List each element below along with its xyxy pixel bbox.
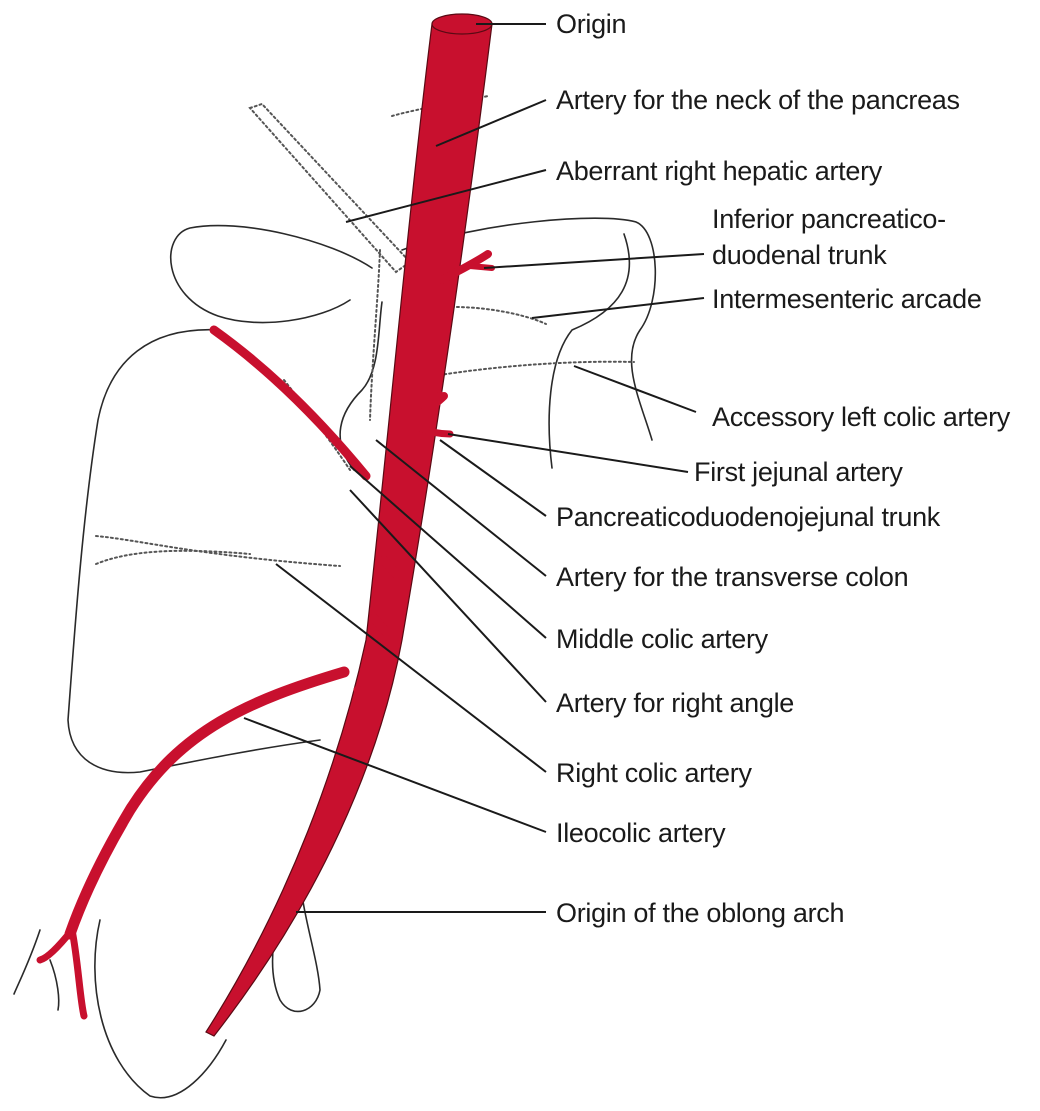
cecum-outline bbox=[95, 920, 226, 1098]
label-intermesenteric: Intermesenteric arcade bbox=[712, 284, 982, 314]
label-middle-colic: Middle colic artery bbox=[556, 624, 769, 654]
label-right-colic: Right colic artery bbox=[556, 758, 752, 788]
ileocolic-sub-a bbox=[40, 930, 72, 960]
label-transverse-colon: Artery for the transverse colon bbox=[556, 562, 908, 592]
ileum-end-outline-2 bbox=[50, 960, 59, 1010]
leader-intermesenteric bbox=[532, 298, 704, 318]
label-inferior-pd-2: duodenal trunk bbox=[712, 240, 887, 270]
label-inferior-pd-1: Inferior pancreatico- bbox=[712, 204, 946, 234]
right-colic-branch bbox=[214, 330, 366, 476]
dotted-colon-line-2 bbox=[96, 551, 250, 564]
leader-inferior-pd bbox=[484, 254, 704, 268]
sma-trunk bbox=[206, 24, 492, 1036]
organ-outlines bbox=[14, 218, 655, 1097]
label-accessory-left-colic: Accessory left colic artery bbox=[712, 402, 1011, 432]
label-first-jejunal: First jejunal artery bbox=[694, 457, 903, 487]
label-pdj-trunk: Pancreaticoduodenojejunal trunk bbox=[556, 502, 941, 532]
dotted-structures bbox=[96, 96, 634, 566]
label-aberrant-hepatic: Aberrant right hepatic artery bbox=[556, 156, 883, 186]
leader-accessory-left-colic bbox=[574, 366, 696, 412]
label-origin: Origin bbox=[556, 9, 626, 39]
label-oblong-arch: Origin of the oblong arch bbox=[556, 898, 844, 928]
leader-ileocolic bbox=[244, 718, 546, 832]
dotted-colon-line bbox=[96, 536, 340, 566]
arteries bbox=[40, 14, 492, 1036]
ileum-end-outline bbox=[14, 930, 40, 994]
ileocolic-sub-b bbox=[72, 930, 84, 1016]
labels: Origin Artery for the neck of the pancre… bbox=[556, 9, 1011, 928]
jejunum-loop-outline bbox=[549, 234, 629, 468]
label-ileocolic: Ileocolic artery bbox=[556, 818, 726, 848]
label-right-angle: Artery for right angle bbox=[556, 688, 794, 718]
label-neck-pancreas: Artery for the neck of the pancreas bbox=[556, 85, 960, 115]
pancreas-outline bbox=[171, 226, 372, 323]
